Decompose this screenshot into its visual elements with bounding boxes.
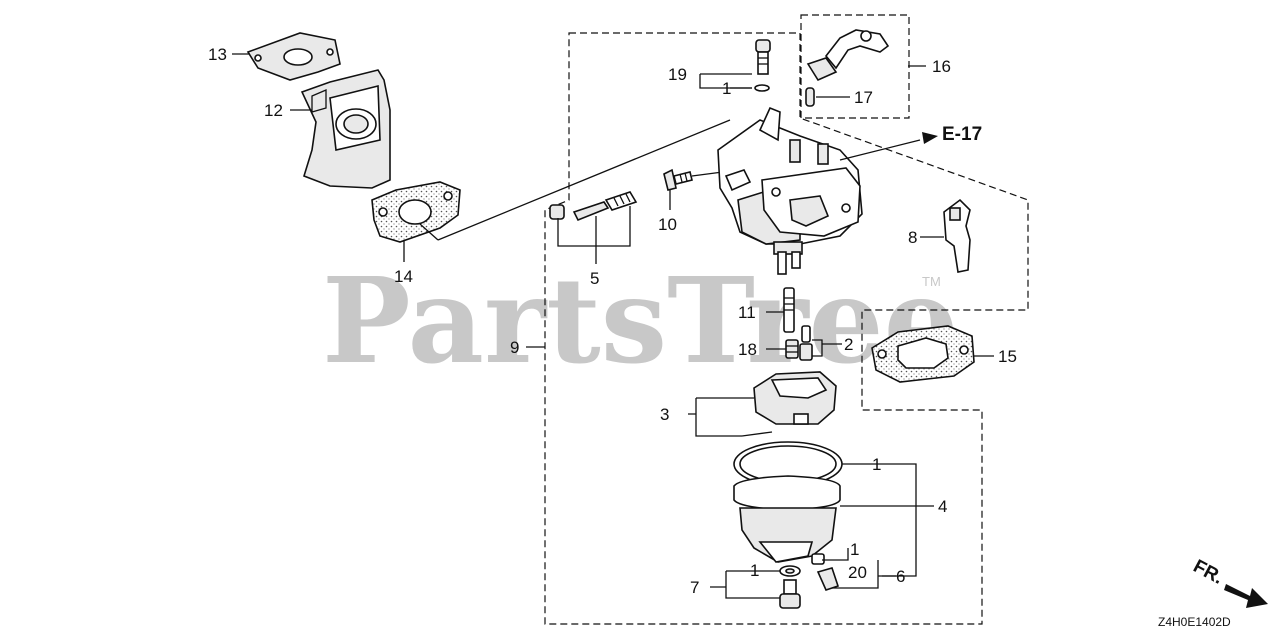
callout-1-top: 1	[722, 79, 731, 98]
main-nozzle-11[interactable]	[783, 287, 795, 333]
callout-15: 15	[998, 347, 1017, 366]
callout-4: 4	[938, 497, 947, 516]
callout-7: 7	[690, 578, 699, 597]
float-pin[interactable]	[741, 431, 773, 437]
callout-3: 3	[660, 405, 669, 424]
callout-8: 8	[908, 228, 917, 247]
insulator-12[interactable]	[300, 69, 391, 189]
front-direction-label: FR.	[1190, 556, 1227, 589]
callout-17: 17	[854, 88, 873, 107]
reference-e17[interactable]: E-17	[942, 124, 982, 145]
main-jet-18[interactable]	[785, 339, 799, 359]
callout-14: 14	[394, 267, 413, 286]
bowl-bolt-7[interactable]	[779, 579, 801, 609]
callout-12: 12	[264, 101, 283, 120]
throttle-lever-16[interactable]	[806, 29, 890, 82]
callout-16: 16	[932, 57, 951, 76]
carburetor-body[interactable]	[717, 106, 863, 275]
float-bowl-4[interactable]	[733, 475, 841, 563]
callout-1-washer: 1	[750, 561, 759, 580]
gasket-13[interactable]	[246, 32, 341, 81]
watermark-text: PartsTree	[322, 251, 959, 390]
callout-20: 20	[848, 563, 867, 582]
drain-screw-20[interactable]	[811, 553, 840, 591]
callout-9: 9	[510, 338, 519, 357]
choke-lever-8[interactable]	[943, 198, 971, 273]
spring-17[interactable]	[805, 87, 815, 107]
jet-2[interactable]	[799, 325, 813, 361]
callout-18: 18	[738, 340, 757, 359]
callout-10: 10	[658, 215, 677, 234]
diagram-code: Z4H0E1402D	[1158, 615, 1231, 629]
callout-13: 13	[208, 45, 227, 64]
callout-6: 6	[896, 567, 905, 586]
o-ring-top[interactable]	[754, 84, 770, 92]
callout-2: 2	[844, 335, 853, 354]
throttle-stop-screw-10[interactable]	[663, 168, 693, 191]
callout-1-drain: 1	[850, 540, 859, 559]
callout-11: 11	[738, 303, 756, 322]
callout-1-bowl: 1	[872, 455, 881, 474]
bowl-washer[interactable]	[779, 565, 801, 577]
float-3[interactable]	[753, 371, 837, 425]
front-direction-arrow: FR.	[1190, 556, 1268, 608]
callout-5: 5	[590, 269, 599, 288]
watermark-trademark: TM	[922, 274, 941, 289]
gasket-15[interactable]	[871, 325, 975, 383]
callout-19: 19	[668, 65, 687, 84]
gasket-14[interactable]	[371, 181, 461, 243]
screw-19[interactable]	[755, 39, 771, 75]
pilot-screw-set-5[interactable]	[549, 191, 638, 222]
